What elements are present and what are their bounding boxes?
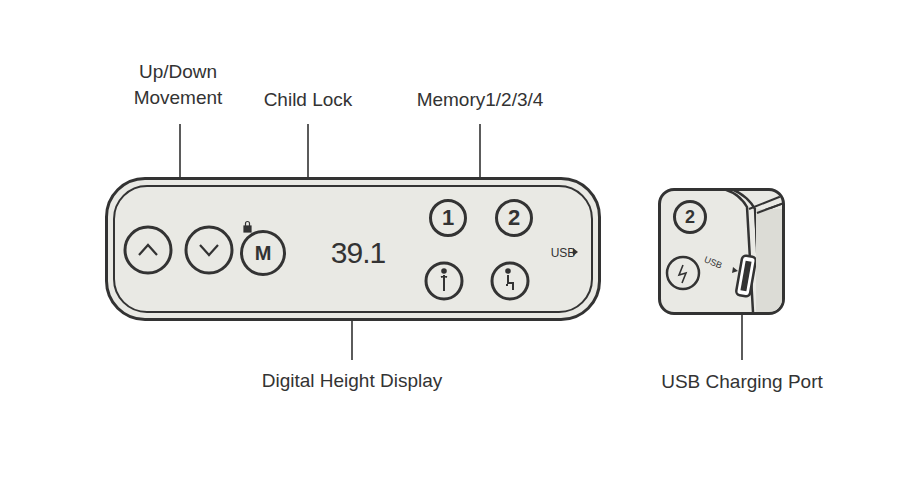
part-label: Up/Down Movement (120, 59, 236, 111)
usb-text: USB (551, 247, 576, 259)
part-label: Child Lock (262, 87, 355, 113)
usb-text: USB (703, 255, 724, 270)
memory-button: 2 (673, 200, 707, 234)
memory-button: M (240, 230, 286, 276)
memory-button: 1 (429, 199, 467, 237)
part-label: Digital Height Display (260, 368, 445, 394)
control-panel: 39.1 USB M 1 2 (105, 177, 601, 321)
part-label: Memory1/2/3/4 (415, 87, 546, 113)
part-label: USB Charging Port (659, 369, 825, 395)
button-label: M (255, 243, 272, 263)
height-readout: 39.1 (331, 238, 385, 268)
button-label: 2 (685, 208, 695, 226)
button-label: 2 (508, 207, 520, 229)
memory-button: 2 (495, 199, 533, 237)
usb-inset: USB 2 (658, 188, 785, 315)
button-label: 1 (442, 207, 454, 229)
